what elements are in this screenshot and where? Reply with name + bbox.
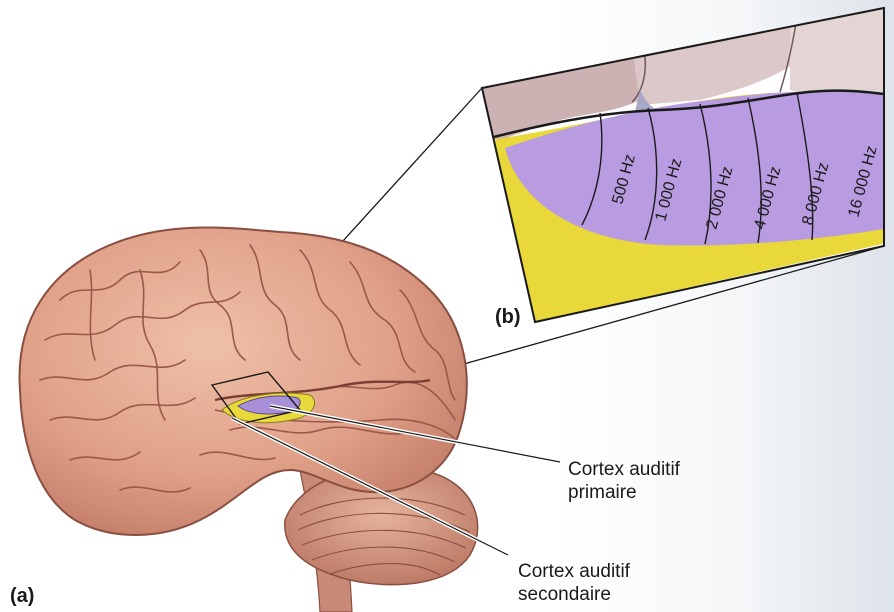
primary-label-line2: primaire xyxy=(568,481,680,504)
panel-label-b: (b) xyxy=(495,306,521,329)
secondary-label-line2: secondaire xyxy=(518,583,630,606)
primary-auditory-cortex-label: Cortex auditif primaire xyxy=(568,458,680,504)
secondary-auditory-cortex-label: Cortex auditif secondaire xyxy=(518,560,630,606)
primary-label-line1: Cortex auditif xyxy=(568,458,680,481)
secondary-label-line1: Cortex auditif xyxy=(518,560,630,583)
panel-label-a: (a) xyxy=(10,585,34,608)
